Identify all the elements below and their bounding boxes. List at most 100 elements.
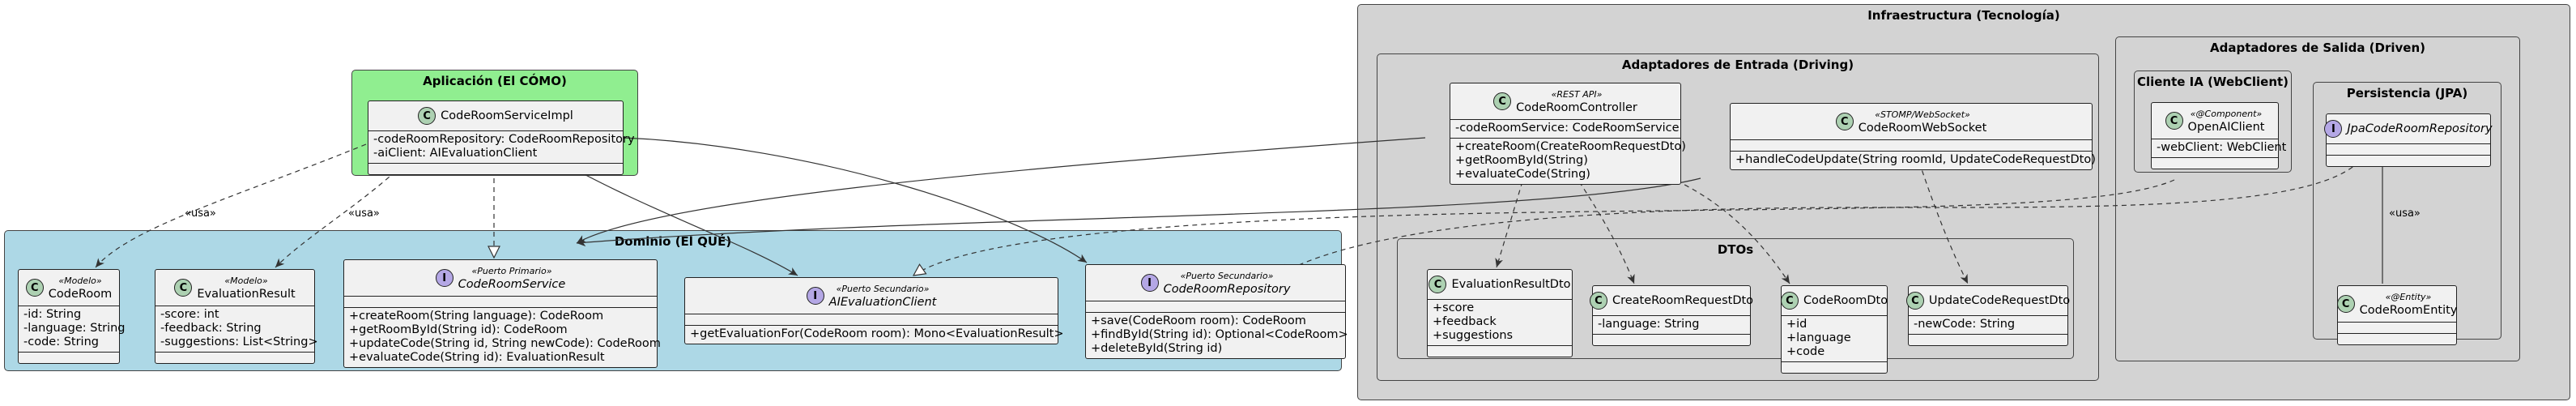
class-methods: +handleCodeUpdate(String roomId, UpdateC… [1731,152,2096,169]
class-method: +updateCode(String id, String newCode): … [349,337,661,350]
class-code-room-dto[interactable]: C CodeRoomDto +id +language +code [1780,285,1888,374]
class-method: +getRoomById(String) [1455,154,1588,167]
class-method: +handleCodeUpdate(String roomId, UpdateC… [1735,153,2096,166]
class-method: +createRoom(String language): CodeRoom [349,310,604,323]
class-field: +language [1786,331,1851,344]
interface-code-room-service[interactable]: I «Puerto Primario» CodeRoomService +cre… [343,259,661,368]
class-badge-icon: C [1589,292,1607,310]
class-badge-icon: C [2336,295,2355,313]
interface-ai-evaluation-client[interactable]: I «Puerto Secundario» AIEvaluationClient… [684,277,1064,344]
class-methods [2152,158,2278,169]
edge-label-uses-code-room: «usa» [185,207,216,220]
edge-jpa-realizes-repository [1278,153,2365,276]
class-field: -newCode: String [1914,318,2016,331]
edge-controller-uses-code-room-dto [1651,169,1790,284]
class-badge-icon: C [25,279,44,297]
class-methods [2338,334,2456,344]
class-name: CodeRoomRepository [1163,283,1291,296]
class-methods: +save(CodeRoom room): CodeRoom +findById… [1086,313,1348,358]
class-stereotype: «Puerto Secundario» [836,284,930,294]
class-methods: +createRoom(CreateRoomRequestDto) +getRo… [1450,139,1686,184]
class-stereotype: «STOMP/WebSocket» [1875,109,1970,120]
class-fields: -webClient: WebClient [2152,139,2287,158]
class-name: CodeRoomDto [1803,294,1888,307]
class-fields: -language: String [1593,316,1750,335]
class-update-code-request-dto[interactable]: C UpdateCodeRequestDto -newCode: String [1905,285,2071,346]
class-methods [1428,346,1572,357]
class-name: AIEvaluationClient [828,296,937,309]
class-field: -language: String [23,322,126,335]
package-ia-client-title: Cliente IA (WebClient) [2136,75,2289,89]
class-create-room-request-dto[interactable]: C CreateRoomRequestDto -language: String [1589,285,1753,346]
class-name: CodeRoomController [1516,101,1637,114]
class-stereotype: «Modelo» [58,276,102,286]
class-field: -suggestions: List<String> [160,335,318,348]
class-name: CodeRoomServiceImpl [441,109,573,122]
class-stereotype: «Puerto Primario» [471,266,552,276]
class-field: -codeRoomRepository: CodeRoomRepository [373,133,635,146]
edge-websocket-uses-update-dto [1918,161,1969,284]
class-methods: +getEvaluationFor(CodeRoom room): Mono<E… [685,326,1064,344]
edge-impl-uses-evaluation-result [275,158,410,268]
class-method: +getRoomById(String id): CodeRoom [349,323,568,336]
class-name: CodeRoomService [458,278,566,291]
class-methods [368,164,623,174]
class-code-room-controller[interactable]: C «REST API» CodeRoomController -codeRoo… [1450,83,1686,185]
class-field: +id [1786,318,1807,331]
class-methods [1782,362,1887,373]
class-code-room[interactable]: C «Modelo» CodeRoom -id: String -languag… [18,269,126,364]
class-methods [2327,156,2490,166]
edge-impl-to-repository [623,137,1088,263]
class-method: +createRoom(CreateRoomRequestDto) [1455,140,1686,153]
interface-badge-icon: I [2324,120,2343,138]
class-fields: +score +feedback +suggestions [1428,300,1572,346]
package-dtos-title: DTOs [1717,242,1754,257]
class-badge-icon: C [174,279,193,297]
class-name: CodeRoomWebSocket [1858,122,1987,135]
package-adapters-in-title: Adaptadores de Entrada (Driving) [1621,58,1854,72]
edge-websocket-to-service [576,177,1701,247]
edge-impl-to-ai-client [558,160,798,276]
edge-controller-uses-create-dto [1578,181,1635,284]
class-fields: -newCode: String [1909,316,2067,335]
class-badge-icon: C [1780,292,1799,310]
class-code-room-entity[interactable]: C «@Entity» CodeRoomEntity [2336,285,2457,345]
class-methods [1909,335,2067,345]
class-badge-icon: C [418,107,436,125]
edge-openai-realizes-ai-client [913,179,2175,276]
package-persistence-title: Persistencia (JPA) [2346,86,2468,100]
interface-jpa-code-room-repository[interactable]: I JpaCodeRoomRepository [2324,113,2493,167]
class-field: +score [1433,301,1475,314]
class-fields [2327,144,2490,156]
class-openai-client[interactable]: C «@Component» OpenAIClient -webClient: … [2151,102,2287,169]
class-field: -code: String [23,335,99,348]
class-method: +getEvaluationFor(CodeRoom room): Mono<E… [690,327,1064,340]
class-fields [344,297,657,308]
class-evaluation-result[interactable]: C «Modelo» EvaluationResult -score: int … [155,269,318,364]
class-fields: -score: int -feedback: String -suggestio… [155,306,318,353]
class-field: +suggestions [1433,329,1514,342]
class-field: -webClient: WebClient [2157,141,2287,154]
package-application-title: Aplicación (El CÓMO) [423,74,567,88]
edge-label-uses-entity: «usa» [2389,207,2421,220]
class-field: -feedback: String [160,322,262,335]
class-method: +findById(String id): Optional<CodeRoom> [1091,328,1348,341]
class-field: +code [1786,345,1825,358]
class-field: -id: String [23,308,82,321]
edge-controller-uses-evaluation-dto [1495,181,1523,268]
class-method: +evaluateCode(String id): EvaluationResu… [349,351,605,364]
class-name: UpdateCodeRequestDto [1928,294,2071,307]
class-evaluation-result-dto[interactable]: C EvaluationResultDto +score +feedback +… [1427,269,1573,357]
class-badge-icon: C [2165,112,2183,130]
class-code-room-websocket[interactable]: C «STOMP/WebSocket» CodeRoomWebSocket +h… [1730,103,2096,170]
class-methods [1593,335,1750,345]
class-fields [1731,140,2092,152]
class-fields [2338,323,2456,334]
class-field: -codeRoomService: CodeRoomService [1455,122,1680,135]
class-field: -score: int [160,308,219,321]
class-code-room-service-impl[interactable]: C CodeRoomServiceImpl -codeRoomRepositor… [368,100,635,175]
class-name: OpenAIClient [2187,121,2265,134]
interface-code-room-repository[interactable]: I «Puerto Secundario» CodeRoomRepository… [1085,264,1348,359]
interface-badge-icon: I [435,269,453,287]
